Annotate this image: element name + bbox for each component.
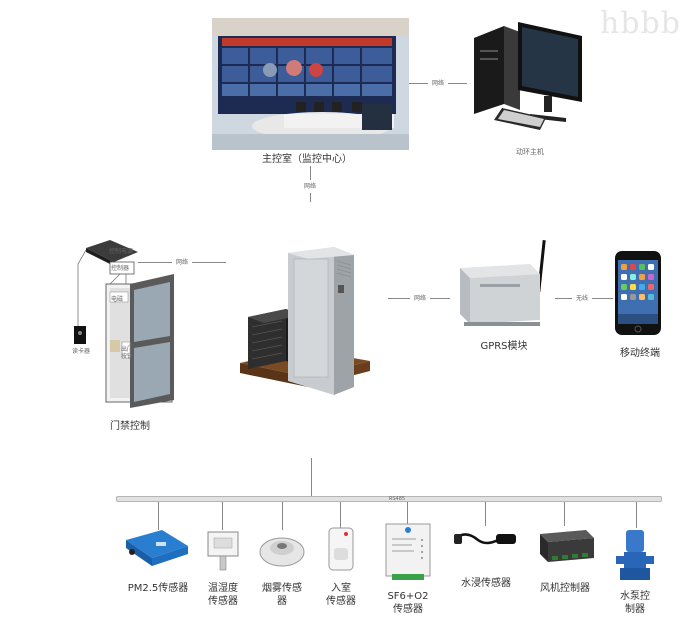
sensor-1-label: PM2.5传感器 [127, 583, 189, 594]
access-control-diagram [70, 238, 185, 413]
drop-8 [636, 502, 637, 528]
drop-3 [282, 502, 283, 530]
link-door-unit-label: 网络 [172, 256, 192, 269]
link-room-down-label: 网络 [300, 180, 320, 193]
link-room-host-label: 网络 [428, 77, 448, 90]
sensor-4-label-line1: 入室 [331, 583, 351, 594]
host-label: 动环主机 [516, 148, 544, 156]
drop-1 [158, 502, 159, 530]
environment-unit-image [238, 245, 373, 407]
mobile-phone-image [614, 250, 662, 336]
access-control-label: 门禁控制 [110, 421, 150, 432]
sensor-8-label-line2: 制器 [625, 604, 645, 615]
rs485-bus [116, 496, 662, 502]
watermark: hbbb [600, 6, 680, 41]
card-reader-label: 读卡器 [72, 348, 91, 355]
sensor-5-label-line1: SF6+O2 [387, 591, 429, 602]
sensor-4-label-line2: 传感器 [326, 596, 356, 607]
bus-label: RS485 [388, 496, 406, 502]
fan-controller-icon [536, 526, 596, 564]
intrusion-sensor-icon [326, 526, 356, 574]
mobile-label: 移动终端 [620, 348, 660, 359]
link-unit-gprs-label: 网络 [410, 292, 430, 305]
host-computer-icon [470, 18, 588, 138]
pm25-sensor-icon [122, 528, 192, 568]
control-room-label: 主控室（监控中心） [262, 154, 352, 165]
drop-4 [340, 502, 341, 528]
drop-2 [222, 502, 223, 530]
temp-humidity-sensor-icon [206, 528, 240, 572]
sensor-2-label-line2: 传感器 [208, 596, 238, 607]
link-gprs-mobile-label: 无线 [572, 292, 592, 305]
sensor-8-label-line1: 水泵控 [620, 591, 650, 602]
gprs-module-image [456, 238, 552, 332]
water-leak-sensor-icon [452, 526, 520, 560]
sensor-7-label: 风机控制器 [540, 583, 590, 594]
drop-6 [485, 502, 486, 526]
door-power-label: 控制电源 [108, 248, 133, 255]
sensor-3-label-line2: 器 [277, 596, 287, 607]
drop-5 [407, 502, 408, 526]
gprs-label: GPRS模块 [480, 341, 528, 352]
bus-drop-line [311, 458, 312, 498]
sensor-2-label-line1: 温湿度 [208, 583, 238, 594]
control-room-image [212, 18, 409, 150]
sensor-5-label-line2: 传感器 [393, 604, 423, 615]
sensor-3-label-line1: 烟雾传感 [262, 583, 302, 594]
water-pump-icon [614, 528, 656, 584]
drop-7 [564, 502, 565, 526]
door-button-label: 出门按钮 [120, 346, 133, 360]
door-magnet-label: 电磁 [110, 296, 123, 303]
door-controller-label: 控制器 [110, 265, 129, 272]
sf6-o2-sensor-icon [384, 522, 432, 582]
smoke-sensor-icon [258, 530, 306, 572]
sensor-6-label: 水浸传感器 [461, 578, 511, 589]
